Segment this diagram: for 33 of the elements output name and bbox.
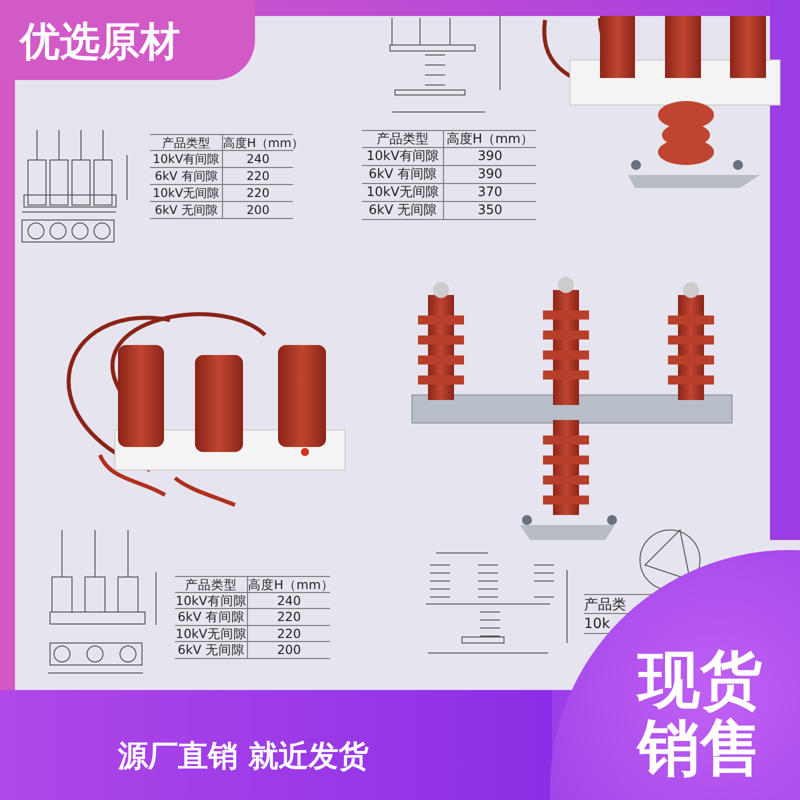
height-value: 240 [248, 592, 330, 609]
badge-title: 现货 [638, 642, 762, 717]
height-value: 200 [223, 202, 293, 219]
height-value: 370 [444, 184, 536, 202]
product-type: 10kV有间隙 [362, 148, 444, 166]
slogan: 源厂直销 就近发货 [118, 738, 368, 776]
height-value: 220 [248, 609, 330, 626]
product-type: 10kV无间隙 [175, 626, 248, 642]
column-header: 高度H（mm） [444, 130, 536, 148]
product-type: 6kV 有间隙 [362, 166, 444, 184]
height-value: 220 [223, 185, 293, 202]
product-type: 10kV有间隙 [175, 592, 248, 609]
height-value: 200 [248, 642, 330, 658]
badge-title: 优选原材 [20, 18, 180, 67]
height-value: 390 [444, 148, 536, 166]
column-header: 高度H（mm） [248, 576, 330, 592]
product-type: 10kV有间隙 [150, 151, 223, 168]
height-value: 390 [444, 166, 536, 184]
height-value: 350 [444, 202, 536, 220]
column-header: 产品类型 [150, 134, 223, 151]
product-type: 6kV 无间隙 [175, 642, 248, 658]
height-value: 220 [223, 168, 293, 185]
product-type: 10kV无间隙 [150, 185, 223, 202]
height-value: 240 [223, 151, 293, 168]
column-header: 产品类型 [175, 576, 248, 592]
product-type: 6kV 无间隙 [150, 202, 223, 219]
product-type: 6kV 有间隙 [175, 609, 248, 626]
product-type: 6kV 无间隙 [362, 202, 444, 220]
product-type: 10kV无间隙 [362, 184, 444, 202]
column-header: 产品类型 [362, 130, 444, 148]
product-type: 6kV 有间隙 [150, 168, 223, 185]
height-value: 220 [248, 626, 330, 642]
bottom-banner [0, 690, 552, 800]
